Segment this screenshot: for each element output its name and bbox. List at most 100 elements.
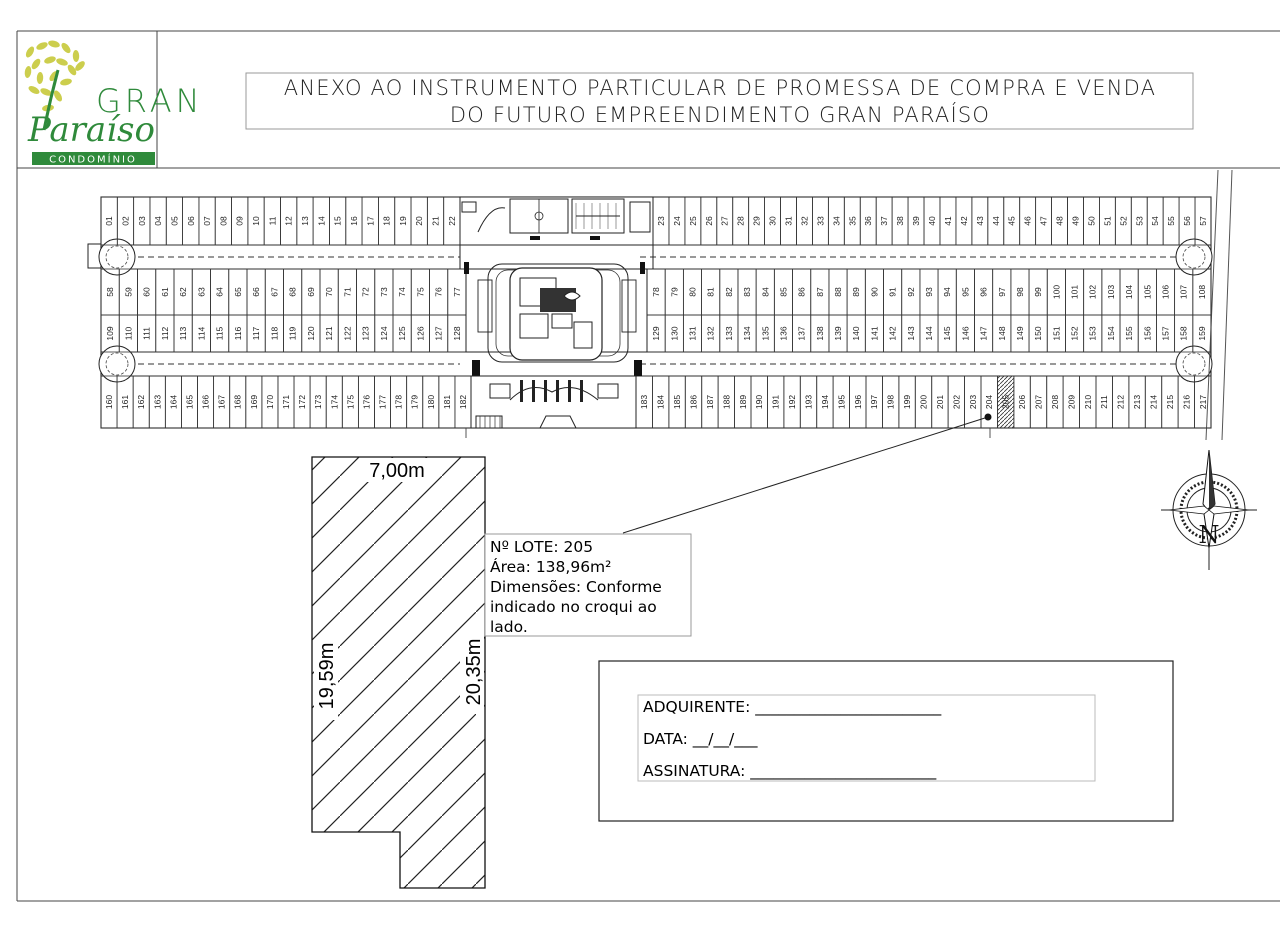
lot-label-203: 203 [968,395,978,409]
lot-label-63: 63 [196,287,206,297]
lot-label-164: 164 [168,395,178,409]
lot-label-141: 141 [869,326,879,340]
lot-label-101: 101 [1070,285,1080,299]
lot-label-147: 147 [979,326,989,340]
lot-label-149: 149 [1015,326,1025,340]
lot-label-59: 59 [123,287,133,297]
left-dimension-label: 19,59m [316,643,338,710]
lot-label-60: 60 [142,287,152,297]
lot-label-131: 131 [687,326,697,340]
lot-label-09: 09 [235,216,245,226]
lot-label-180: 180 [426,395,436,409]
lot-label-138: 138 [815,326,825,340]
tennis-court [571,198,625,234]
lot-label-115: 115 [215,326,225,340]
lot-label-43: 43 [975,216,985,226]
lot-label-104: 104 [1124,285,1134,299]
lot-label-74: 74 [397,287,407,297]
lot-label-140: 140 [851,326,861,340]
lot-label-111: 111 [142,327,152,340]
lot-label-158: 158 [1179,326,1189,340]
lot-label-209: 209 [1066,395,1076,409]
lot-label-30: 30 [768,216,778,226]
lot-label-199: 199 [902,395,912,409]
lot-label-169: 169 [249,395,259,409]
lot-label-197: 197 [869,395,879,409]
lot-label-192: 192 [787,395,797,409]
buyer-line: ADQUIRENTE: ________________________ [643,698,941,717]
lot-label-34: 34 [831,216,841,226]
lot-label-100: 100 [1051,285,1061,299]
lot-dimensions-3: lado. [490,618,528,636]
lot-label-159: 159 [1197,326,1207,340]
title-line-1: ANEXO AO INSTRUMENTO PARTICULAR DE PROME… [284,76,1156,100]
lot-label-162: 162 [136,395,146,409]
lot-label-89: 89 [851,287,861,297]
lot-205-shape [311,456,486,889]
document-title: ANEXO AO INSTRUMENTO PARTICULAR DE PROME… [245,72,1194,130]
lot-label-170: 170 [265,395,275,409]
lot-label-134: 134 [742,326,752,340]
lot-label-133: 133 [724,326,734,340]
lot-label-81: 81 [706,287,716,297]
lot-label-77: 77 [452,287,462,297]
lot-label-99: 99 [1033,287,1043,297]
lot-label-69: 69 [306,287,316,297]
lot-label-57: 57 [1198,216,1208,226]
lot-label-157: 157 [1161,326,1171,340]
lot-label-193: 193 [804,395,814,409]
logo-word-paraiso: Paraíso [27,110,155,150]
lot-label-136: 136 [778,326,788,340]
lot-label-123: 123 [361,326,371,340]
lot-label-137: 137 [797,326,807,340]
lot-label-88: 88 [833,287,843,297]
lot-label-198: 198 [886,395,896,409]
north-label: N [1199,521,1220,549]
lot-label-196: 196 [853,395,863,409]
lot-label-114: 114 [196,326,206,340]
sheet-frame [16,30,1280,902]
lot-label-174: 174 [329,395,339,409]
signature-box: ADQUIRENTE: ________________________ DAT… [598,660,1174,822]
lot-label-15: 15 [333,216,343,226]
lot-label-83: 83 [742,287,752,297]
lot-cell-57 [1194,196,1212,246]
lot-label-21: 21 [431,216,441,226]
lot-label-187: 187 [705,395,715,409]
lot-label-120: 120 [306,326,316,340]
lot-label-72: 72 [361,287,371,297]
lot-label-182: 182 [458,395,468,409]
top-dimension-label: 7,00m [369,460,425,482]
lot-label-165: 165 [184,395,194,409]
lot-label-32: 32 [799,216,809,226]
lot-label-03: 03 [137,216,147,226]
lot-label-87: 87 [815,287,825,297]
lot-label-103: 103 [1106,285,1116,299]
lot-label-98: 98 [1015,287,1025,297]
title-line-2: DO FUTURO EMPREENDIMENTO GRAN PARAÍSO [450,102,990,127]
lot-label-65: 65 [233,287,243,297]
lot-label-71: 71 [342,287,352,297]
lot-label-127: 127 [434,326,444,340]
lot-label-13: 13 [300,216,310,226]
lot-label-109: 109 [105,326,115,340]
right-dimension-label: 20,35m [463,639,485,706]
lot-label-135: 135 [760,326,770,340]
lot-label-215: 215 [1165,395,1175,409]
lot-label-24: 24 [672,216,682,226]
lot-label-173: 173 [313,395,323,409]
north-arrow-icon: N [1161,449,1257,570]
lot-label-55: 55 [1166,216,1176,226]
lot-label-23: 23 [656,216,666,226]
lot-label-125: 125 [397,326,407,340]
lot-label-190: 190 [754,395,764,409]
right-dimension-bg [460,630,484,714]
lot-label-82: 82 [724,287,734,297]
logo-tag: CONDOMÍNIO [49,153,137,166]
lot-label-206: 206 [1017,395,1027,409]
lot-label-33: 33 [815,216,825,226]
lot-label-186: 186 [689,395,699,409]
lot-label-214: 214 [1149,395,1159,409]
lot-label-171: 171 [281,395,291,409]
lot-label-175: 175 [345,395,355,409]
